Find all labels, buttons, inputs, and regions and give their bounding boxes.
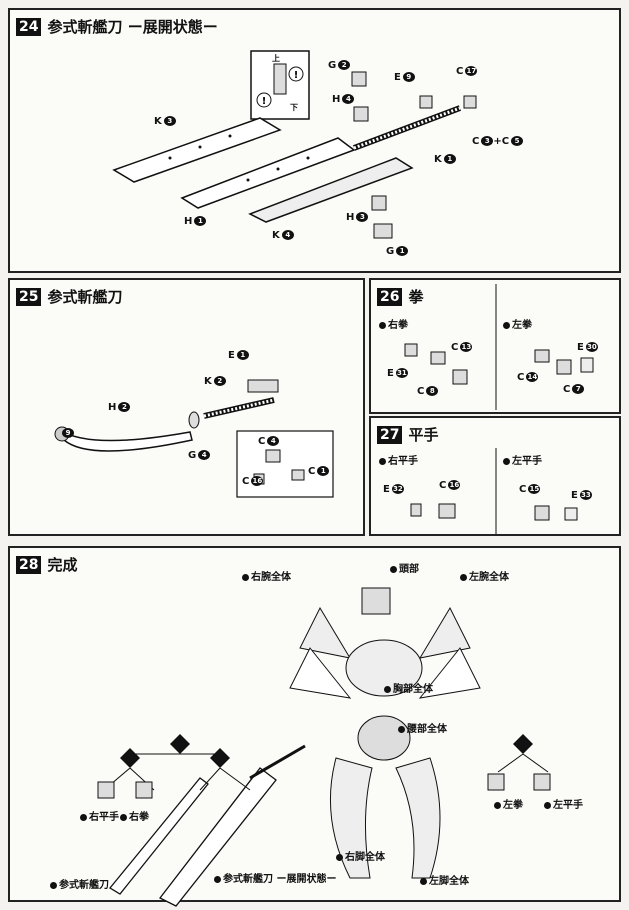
label-p9: 9 <box>60 428 74 440</box>
part-h3 <box>371 195 387 211</box>
part-e1 <box>247 379 279 393</box>
label-sword-open: 参式斬艦刀 ー展開状態ー <box>214 874 336 886</box>
parts-tree-left <box>103 734 251 791</box>
direction-inset-box: ! ! <box>250 50 310 120</box>
left-palm-heading: 左平手 <box>503 452 542 467</box>
step-number: 26 <box>377 287 403 306</box>
hand-parts-left <box>97 781 153 799</box>
label-waist: 腰部全体 <box>398 724 447 736</box>
inset-up-label: 上 <box>272 54 280 63</box>
label-chest: 胸部全体 <box>384 684 433 696</box>
parts-tree-right <box>497 734 549 773</box>
right-fist-heading: 右拳 <box>379 316 408 331</box>
shaft-k1 <box>352 105 462 151</box>
inset-down-label: 下 <box>290 103 298 112</box>
step-24-heading: 24 参式斬艦刀 ー展開状態ー <box>16 16 218 37</box>
right-palm-heading: 右平手 <box>379 452 418 467</box>
step-25-heading: 25 参式斬艦刀 <box>16 286 123 307</box>
part-g2 <box>351 71 367 87</box>
step-28-panel: 28 完成 <box>8 546 621 907</box>
label-right-arm: 右腕全体 <box>242 572 291 584</box>
completed-figure <box>289 587 481 879</box>
step-26-heading: 26 拳 <box>377 286 424 307</box>
shaft-k2 <box>203 397 275 419</box>
step-28-heading: 28 完成 <box>16 554 78 575</box>
left-fist-parts <box>534 349 594 375</box>
step-title: 完成 <box>47 556 78 574</box>
label-left-arm: 左腕全体 <box>460 572 509 584</box>
part-c17 <box>463 95 477 109</box>
right-palm-parts <box>410 503 456 519</box>
label-head: 頭部 <box>390 564 419 576</box>
sword-h2 <box>54 426 193 452</box>
step-number: 25 <box>16 287 42 306</box>
step-title: 参式斬艦刀 <box>47 288 123 306</box>
label-sword: 参式斬艦刀 <box>50 880 109 892</box>
part-e9 <box>419 95 433 109</box>
hand-parts-right <box>487 773 551 791</box>
blade-k4 <box>248 157 414 223</box>
part-h4 <box>353 106 369 122</box>
svg-text:!: ! <box>262 96 267 107</box>
step-number: 27 <box>377 425 403 444</box>
step-27-heading: 27 平手 <box>377 424 439 445</box>
step-title: 参式斬艦刀 ー展開状態ー <box>47 18 218 36</box>
label-right-leg: 右脚全体 <box>336 852 385 864</box>
left-fist-heading: 左拳 <box>503 316 532 331</box>
part-g4 <box>188 411 200 429</box>
label-left-leg: 左脚全体 <box>420 876 469 888</box>
part-g1 <box>373 223 393 239</box>
label-right-fist: 右拳 <box>120 812 149 824</box>
label-left-palm: 左平手 <box>544 800 583 812</box>
divider <box>495 448 497 534</box>
step-title: 平手 <box>408 426 439 444</box>
right-fist-parts <box>404 343 468 385</box>
completed-swords <box>109 744 306 907</box>
step-number: 28 <box>16 555 42 574</box>
blade-h1 <box>180 137 356 209</box>
step-number: 24 <box>16 17 42 36</box>
blade-k3 <box>112 117 282 183</box>
step-title: 拳 <box>408 288 424 306</box>
left-palm-parts <box>534 505 578 521</box>
step-24-panel: 24 参式斬艦刀 ー展開状態ー ! ! 上 下 <box>8 8 621 273</box>
detail-box <box>236 430 334 498</box>
svg-text:!: ! <box>294 70 299 81</box>
divider <box>495 284 497 410</box>
label-left-fist: 左拳 <box>494 800 523 812</box>
label-right-palm: 右平手 <box>80 812 119 824</box>
